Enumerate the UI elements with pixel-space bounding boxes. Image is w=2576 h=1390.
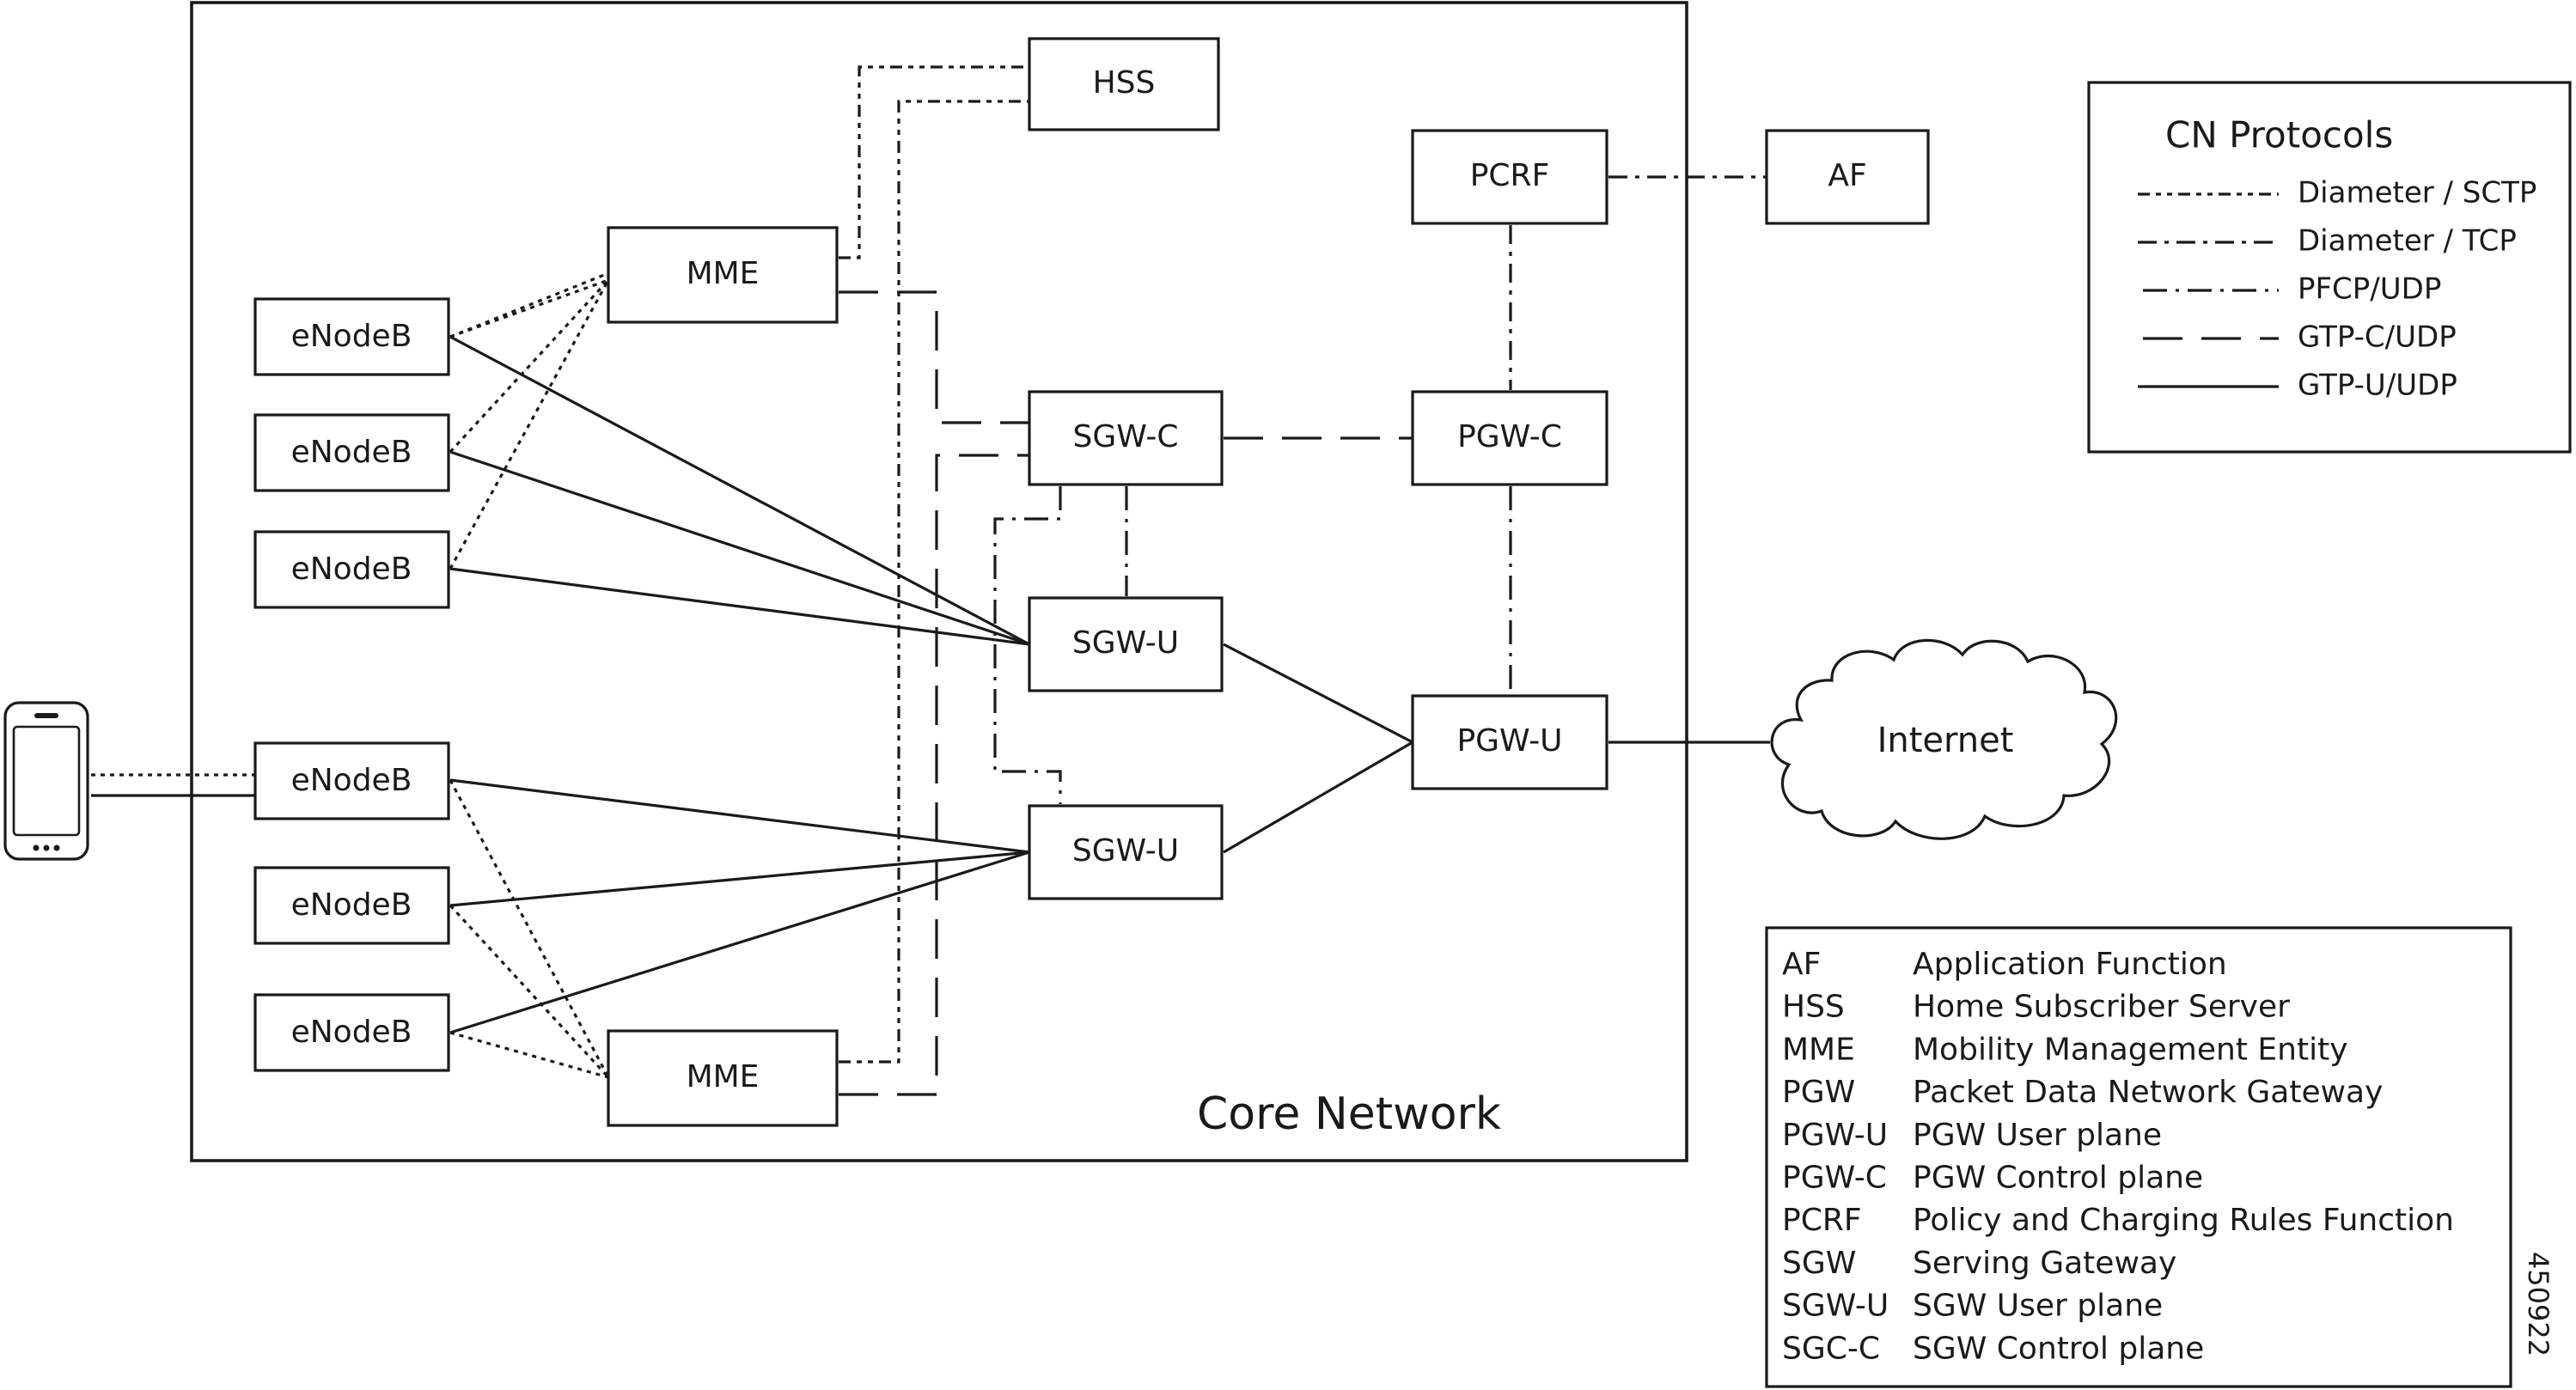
- glossary-description: Home Subscriber Server: [1913, 990, 2290, 1025]
- pfcp-sgwc-sgwu-bottom: [993, 486, 1062, 804]
- gtpu-enb1-sgwu-top: [449, 335, 1030, 646]
- af-label: AF: [1828, 158, 1866, 193]
- node-enodeb-1[interactable]: eNodeB: [253, 297, 450, 376]
- gtpu-sgwu-top-pgwu: [1223, 643, 1413, 744]
- core-network-label: Core Network: [1197, 1088, 1501, 1140]
- node-mme-top[interactable]: MME: [607, 226, 839, 324]
- legend-label-diameter-tcp: Diameter / TCP: [2298, 224, 2517, 259]
- enodeb-2-label: eNodeB: [291, 435, 412, 470]
- protocol-legend: CN Protocols Diameter / SCTP Diameter / …: [2087, 81, 2572, 454]
- internet-label: Internet: [1877, 721, 2014, 760]
- node-sgw-c[interactable]: SGW-C: [1028, 390, 1224, 486]
- glossary-description: SGW Control plane: [1913, 1331, 2204, 1366]
- node-enodeb-6[interactable]: eNodeB: [253, 993, 450, 1072]
- legend-label-gtp-c-udp: GTP-C/UDP: [2298, 320, 2457, 355]
- glossary-description: Serving Gateway: [1913, 1246, 2176, 1281]
- node-sgw-u-bottom[interactable]: SGW-U: [1028, 804, 1224, 900]
- glossary-description: PGW Control plane: [1913, 1161, 2203, 1196]
- glossary-abbr: SGW: [1782, 1246, 1856, 1281]
- pcrf-label: PCRF: [1470, 158, 1550, 193]
- node-enodeb-5[interactable]: eNodeB: [253, 866, 450, 945]
- gtpu-enb3-sgwu-top: [449, 567, 1030, 646]
- radio-link-enb3-mme-top: [449, 279, 610, 570]
- enodeb-3-label: eNodeB: [291, 552, 412, 587]
- glossary-abbr: PCRF: [1782, 1203, 1862, 1238]
- cloud-icon: [1770, 638, 2118, 840]
- links: [91, 65, 1770, 1096]
- node-enodeb-2[interactable]: eNodeB: [253, 413, 450, 492]
- glossary-abbr: SGC-C: [1782, 1331, 1880, 1366]
- node-pgw-c[interactable]: PGW-C: [1411, 390, 1608, 486]
- node-enodeb-4[interactable]: eNodeB: [253, 741, 450, 820]
- glossary-description: Mobility Management Entity: [1913, 1032, 2348, 1067]
- enodeb-5-label: eNodeB: [291, 887, 412, 923]
- gtpu-sgwu-bottom-pgwu: [1223, 741, 1413, 854]
- glossary-abbr: MME: [1782, 1032, 1855, 1067]
- legend-title: CN Protocols: [2165, 114, 2393, 156]
- node-enodeb-3[interactable]: eNodeB: [253, 530, 450, 609]
- glossary-description: SGW User plane: [1913, 1289, 2163, 1324]
- node-pgw-u[interactable]: PGW-U: [1411, 694, 1608, 790]
- node-af[interactable]: AF: [1765, 129, 1930, 225]
- node-internet[interactable]: Internet: [1770, 638, 2118, 840]
- legend-label-pfcp-udp: PFCP/UDP: [2298, 272, 2441, 307]
- glossary-description: PGW User plane: [1913, 1118, 2162, 1153]
- glossary-abbr: HSS: [1782, 990, 1845, 1025]
- gtpu-enb4-sgwu-bottom: [449, 778, 1030, 854]
- node-sgw-u-top[interactable]: SGW-U: [1028, 596, 1224, 692]
- radio-link-enb1-mme-top-2: [449, 278, 609, 338]
- glossary-abbr: PGW: [1782, 1075, 1855, 1110]
- radio-link-enb5-mme-bottom: [449, 904, 610, 1079]
- radio-link-enb4-mme-bottom: [449, 779, 610, 1078]
- glossary-abbr: PGW-C: [1782, 1161, 1887, 1196]
- glossary-abbr: PGW-U: [1782, 1118, 1888, 1153]
- figure-id: 450922: [2522, 1252, 2555, 1356]
- gtpc-mme-bottom-sgwc: [839, 454, 1029, 1096]
- glossary-description: Packet Data Network Gateway: [1913, 1075, 2383, 1110]
- glossary-abbr: AF: [1782, 947, 1821, 982]
- mme-top-label: MME: [687, 256, 760, 291]
- sgw-u-top-label: SGW-U: [1072, 625, 1179, 661]
- core-network-frame: [190, 1, 1688, 1162]
- enodeb-6-label: eNodeB: [291, 1015, 412, 1050]
- hss-label: HSS: [1093, 65, 1156, 101]
- gtpu-enb2-sgwu-top: [449, 450, 1030, 646]
- node-mme-bottom[interactable]: MME: [607, 1029, 839, 1127]
- legend-label-gtp-u-udp: GTP-U/UDP: [2298, 369, 2457, 403]
- node-pcrf[interactable]: PCRF: [1411, 129, 1608, 225]
- gtpu-enb6-sgwu-bottom: [449, 850, 1030, 1034]
- glossary-description: Application Function: [1913, 947, 2227, 982]
- smartphone-icon: [3, 701, 89, 861]
- sgw-u-bottom-label: SGW-U: [1072, 833, 1179, 869]
- pgw-c-label: PGW-C: [1457, 419, 1562, 454]
- radio-link-enb6-mme-bottom: [449, 1031, 609, 1079]
- glossary-abbr: SGW-U: [1782, 1289, 1889, 1324]
- radio-link-enb2-mme-top: [449, 278, 610, 454]
- diameter-sctp-mme-top-hss: [839, 65, 1029, 259]
- node-hss[interactable]: HSS: [1028, 37, 1220, 131]
- mme-bottom-label: MME: [687, 1059, 760, 1094]
- enodeb-1-label: eNodeB: [291, 319, 412, 354]
- sgw-c-label: SGW-C: [1072, 419, 1178, 454]
- legend-label-diameter-sctp: Diameter / SCTP: [2298, 176, 2536, 210]
- enodeb-4-label: eNodeB: [291, 763, 412, 798]
- gtpu-enb5-sgwu-bottom: [449, 850, 1030, 907]
- pgw-u-label: PGW-U: [1456, 723, 1562, 759]
- diameter-sctp-mme-bottom-hss: [839, 100, 1029, 1064]
- gtpc-mme-top-sgwc: [839, 290, 1029, 424]
- glossary-description: Policy and Charging Rules Function: [1913, 1203, 2454, 1238]
